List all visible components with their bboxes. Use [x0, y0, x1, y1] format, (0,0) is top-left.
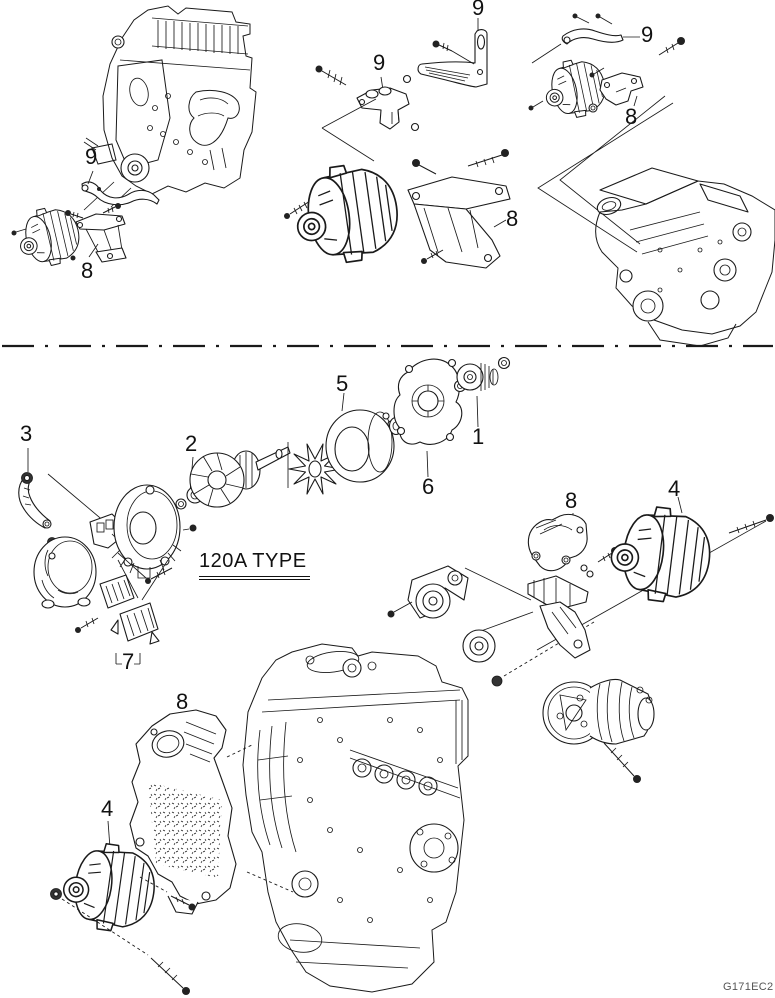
engine-block-bottom: [242, 643, 469, 993]
timing-cover-part-8: [129, 709, 237, 915]
callout-5: 5: [336, 371, 349, 396]
bracket-part-8-top-middle: [407, 176, 511, 269]
callout-4-right: 4: [668, 476, 681, 501]
callout-9-top-middle: 9: [373, 50, 386, 75]
callout-7: 7: [122, 649, 135, 674]
leader-chevrons: [537, 95, 674, 253]
bolt-under-bracket: [421, 249, 444, 264]
nut-bottom: [50, 888, 62, 900]
shaft-nut: [497, 356, 511, 370]
callout-8-right: 8: [565, 488, 578, 513]
brace-part-9: [81, 181, 160, 206]
long-bolt-top-right: [728, 514, 774, 534]
bolt-upper-left: [315, 65, 347, 86]
bolts-top-left: [11, 203, 121, 261]
leader-chevron: [321, 98, 377, 162]
callout-9-top-left: 9: [85, 144, 98, 169]
type-label: 120A TYPE: [199, 550, 310, 580]
bracket-part-8-top-right: [599, 72, 644, 106]
strap-part-9: [417, 29, 488, 88]
bracket-part-9-small: [356, 86, 410, 130]
leader-9: [87, 170, 94, 185]
leader-stub: [531, 43, 562, 64]
engine-v6: [595, 167, 775, 347]
bolt-leaders-dotted: [61, 876, 168, 956]
engine-front-left: [83, 5, 257, 195]
bolts-middle: [75, 567, 173, 633]
spacer-fan: [288, 443, 342, 495]
rectifier-parts-7: [99, 574, 160, 645]
stator-part-5: [325, 409, 395, 483]
leader-8: [633, 95, 638, 107]
strap-part-9-right: [561, 28, 624, 45]
callout-2: 2: [185, 431, 198, 456]
leader-5: [341, 392, 345, 412]
figure-code: G171EC2: [723, 981, 774, 993]
pulley-part-1: [456, 363, 499, 391]
callout-4-bottom: 4: [101, 796, 114, 821]
callout-8-bottom: 8: [176, 689, 189, 714]
bracket-part-8-top-left: [75, 213, 127, 263]
bolts-over-bracket: [412, 149, 509, 175]
nut-small-upper: [402, 74, 412, 84]
view-top-left: [11, 5, 257, 272]
engine-leaders-dotted: [226, 743, 294, 893]
view-right-assembly: [387, 496, 774, 783]
bolt-strap: [432, 40, 475, 65]
leader-bolt: [117, 552, 147, 579]
callout-6: 6: [422, 474, 435, 499]
bracket-7-lines: [115, 653, 141, 665]
callout-1: 1: [472, 424, 485, 449]
view-top-middle: [284, 18, 511, 270]
leader-8: [88, 243, 99, 258]
callout-8-top-left: 8: [81, 258, 94, 283]
bolt-mid-bottom: [170, 895, 196, 911]
stud-bolt-left: [284, 200, 311, 219]
callout-8-top-middle: 8: [506, 206, 519, 231]
leader-6: [426, 450, 429, 478]
nut-small-lower: [410, 122, 420, 132]
alternator-top-right: [539, 54, 611, 124]
belt-tensioner: [387, 565, 469, 619]
callout-9-top-middle-upper: 9: [472, 0, 485, 20]
screws-top: [572, 13, 613, 25]
regulator-arm-part-3: [18, 472, 57, 547]
alternator-top-middle: [289, 158, 405, 270]
view-bottom-assembly: [50, 643, 469, 995]
leader-4: [677, 496, 683, 514]
leader-v-lines: [117, 559, 169, 601]
callout-3: 3: [20, 421, 33, 446]
callout-9-top-right: 9: [641, 22, 654, 47]
alternator-part-4-right: [605, 501, 716, 608]
tensioner-leaders: [464, 567, 534, 632]
bracket-part-8-right: [527, 513, 591, 659]
rear-housing: [111, 484, 197, 579]
front-housing-part-6: [393, 358, 463, 445]
leader-1: [476, 395, 479, 428]
rotor-assembly: [189, 446, 291, 508]
bolts-right: [528, 37, 685, 113]
view-top-right: [528, 13, 775, 347]
leader-8: [493, 219, 507, 228]
long-bolt-compressor: [603, 742, 641, 783]
idler-pulley: [462, 629, 496, 663]
callout-8-top-right: 8: [625, 104, 638, 129]
ac-compressor: [542, 678, 655, 745]
view-exploded-120a: [18, 356, 511, 665]
nut-right: [491, 675, 503, 687]
rear-cover: [33, 536, 97, 609]
long-bolt-bottom: [150, 957, 190, 995]
